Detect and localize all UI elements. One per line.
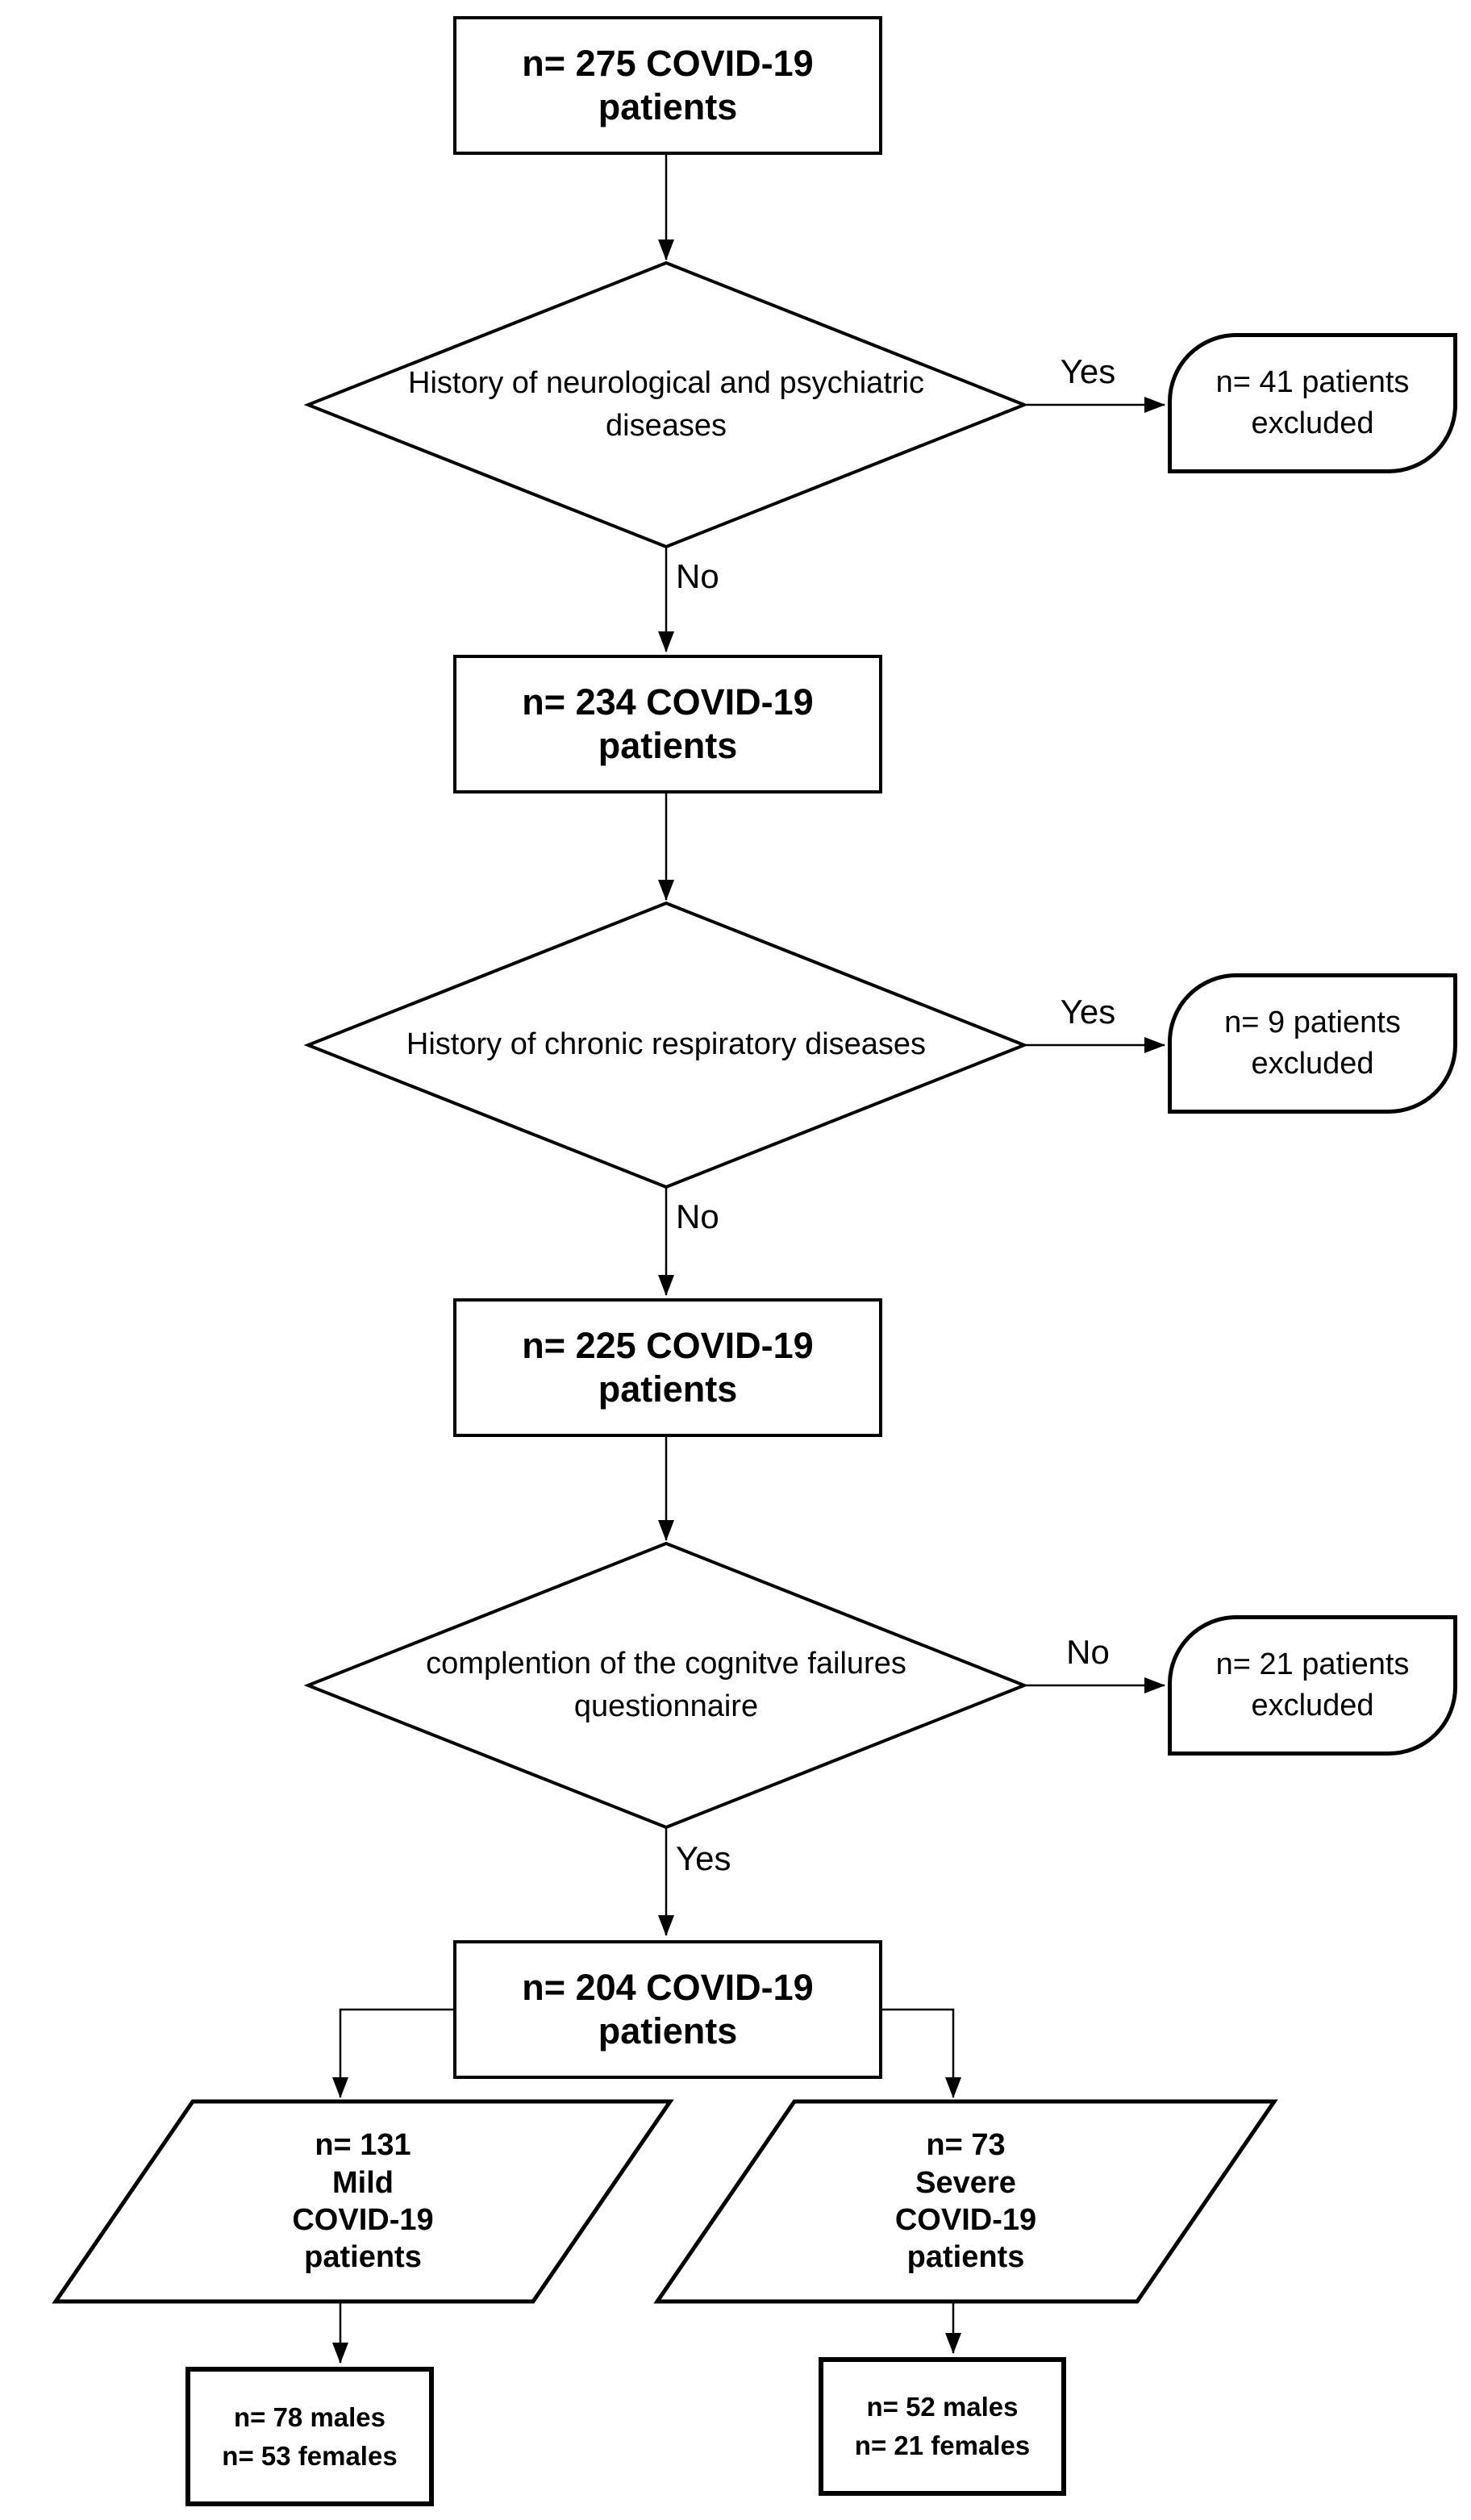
node-severe-sex-split: n= 52 males n= 21 females <box>819 2357 1066 2496</box>
decision-cfq-completion-text: complention of the cognitve failures que… <box>308 1543 1024 1827</box>
leaf-text-line: n= 21 females <box>854 2430 1031 2460</box>
node-text-line: n= 204 COVID-19 <box>522 1967 814 2008</box>
excluded-text-line: excluded <box>1251 1047 1374 1081</box>
node-patients-204: n= 204 COVID-19 patients <box>453 1940 882 2079</box>
arrow-204-to-mild <box>332 2008 453 2098</box>
node-text-line: n= 234 COVID-19 <box>522 681 814 723</box>
branch-text-line: n= 73 <box>926 2128 1006 2163</box>
decision-text-line: complention of the cognitve failures <box>426 1646 906 1681</box>
excluded-text-line: excluded <box>1251 406 1374 440</box>
node-excluded-21: n= 21 patients excluded <box>1168 1615 1457 1756</box>
branch-text-line: n= 131 <box>315 2128 411 2163</box>
decision-text-line: History of chronic respiratory diseases <box>406 1027 927 1062</box>
node-excluded-9: n= 9 patients excluded <box>1168 973 1457 1114</box>
excluded-text-line: n= 21 patients <box>1215 1647 1410 1681</box>
leaf-text-line: n= 53 females <box>222 2440 398 2471</box>
edge-label-decision1-yes: Yes <box>1060 352 1116 390</box>
edge-label-decision2-yes: Yes <box>1060 993 1116 1031</box>
edge-label-decision1-no: No <box>676 557 719 595</box>
arrow-204-to-severe <box>882 2008 961 2098</box>
decision-neuro-psych-text: History of neurological and psychiatric … <box>308 263 1024 547</box>
leaf-text-line: n= 52 males <box>866 2392 1019 2422</box>
branch-text-line: patients <box>304 2240 422 2275</box>
branch-text-line: patients <box>906 2240 1025 2275</box>
branch-text-line: COVID-19 <box>894 2203 1037 2237</box>
node-patients-275: n= 275 COVID-19 patients <box>453 16 882 155</box>
node-text-line: patients <box>598 1368 738 1410</box>
leaf-text-line: n= 78 males <box>233 2401 386 2432</box>
node-text-line: patients <box>598 86 738 127</box>
edge-label-decision3-no: No <box>1066 1633 1110 1671</box>
parallelogram-severe <box>653 2099 1278 2304</box>
excluded-text-line: n= 9 patients <box>1224 1005 1401 1039</box>
excluded-text-line: excluded <box>1251 1689 1374 1722</box>
edge-label-decision2-no: No <box>676 1198 719 1235</box>
branch-text-line: COVID-19 <box>292 2203 434 2237</box>
node-mild-sex-split: n= 78 males n= 53 females <box>185 2367 434 2506</box>
node-patients-234: n= 234 COVID-19 patients <box>453 655 882 793</box>
branch-mild-text: n= 131 Mild COVID-19 patients <box>56 2101 670 2301</box>
branch-severe-text: n= 73 Severe COVID-19 patients <box>657 2101 1274 2301</box>
node-text-line: patients <box>598 2010 738 2051</box>
branch-text-line: Mild <box>332 2165 394 2200</box>
node-patients-225: n= 225 COVID-19 patients <box>453 1298 882 1437</box>
node-text-line: n= 275 COVID-19 <box>522 43 814 84</box>
decision-chronic-respiratory-text: History of chronic respiratory diseases <box>308 903 1024 1187</box>
node-text-line: n= 225 COVID-19 <box>522 1325 814 1366</box>
edge-label-decision3-yes: Yes <box>676 1839 731 1877</box>
parallelogram-mild <box>52 2099 674 2304</box>
branch-text-line: Severe <box>915 2165 1016 2200</box>
decision-text-line: questionnaire <box>573 1689 759 1723</box>
decision-text-line: History of neurological and psychiatric <box>408 365 924 400</box>
node-excluded-41: n= 41 patients excluded <box>1168 333 1457 473</box>
node-text-line: patients <box>598 725 738 766</box>
excluded-text-line: n= 41 patients <box>1215 364 1410 399</box>
decision-text-line: diseases <box>606 409 727 443</box>
